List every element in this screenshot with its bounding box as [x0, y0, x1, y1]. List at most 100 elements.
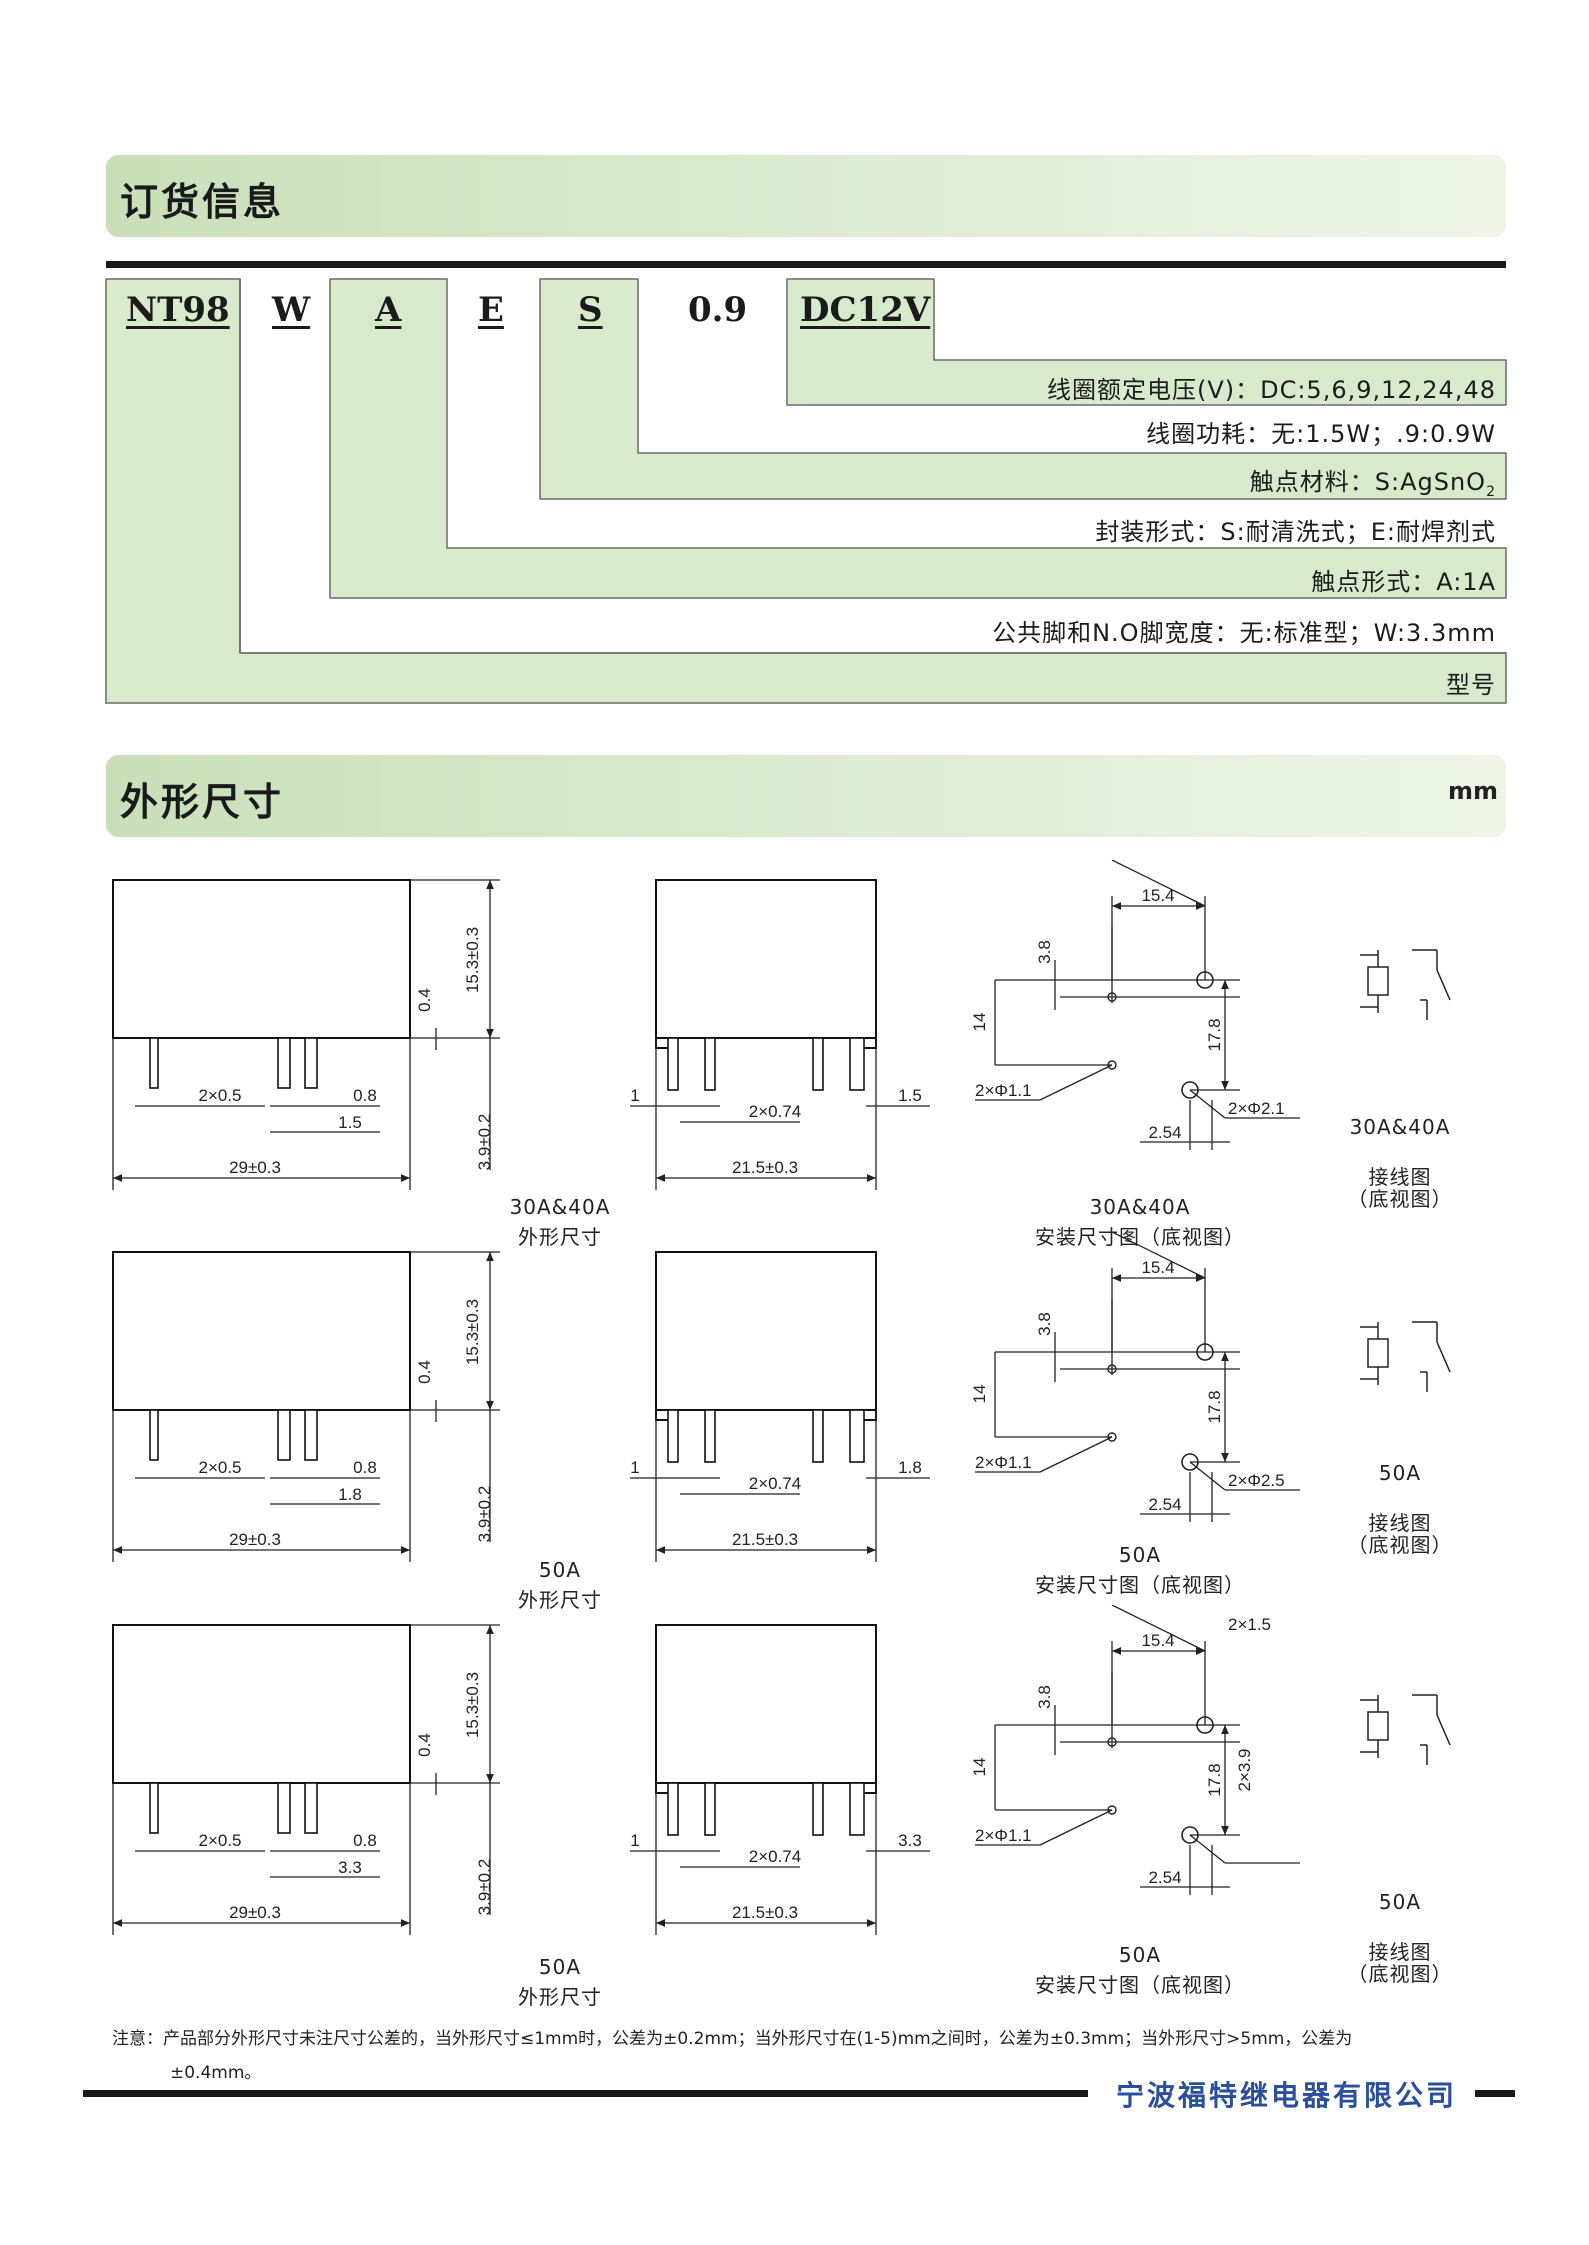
code-part-pin-width: W: [272, 290, 311, 330]
r1-front-d1: 1: [630, 1086, 639, 1105]
r3-side-height: 15.3±0.3: [463, 1672, 482, 1738]
r2-front-d1: 1: [630, 1458, 639, 1477]
dimensions-section-title: 外形尺寸: [120, 780, 285, 824]
row3-drawing-svg: 15.3±0.3 0.4 3.9±0.2 2×0.5 0.8 3.3 29±0.…: [112, 1604, 1451, 1935]
code-part-model: NT98: [126, 290, 230, 330]
r3-side-pin-w: 2×0.5: [198, 1831, 241, 1850]
row3-drawing: [112, 1604, 1451, 1935]
order-row-contact-material: 触点材料：S:AgSnO2: [1249, 468, 1496, 500]
drawing-row-1: [112, 860, 1451, 1190]
r1-side-gap: 0.4: [415, 988, 434, 1012]
r3-mount-slot-h: 2×3.9: [1235, 1748, 1254, 1791]
ordering-section-title: 订货信息: [120, 180, 285, 224]
r2-mount-v2: 14: [970, 1385, 989, 1404]
r2-front-width: 21.5±0.3: [732, 1530, 798, 1549]
r1-side-height: 15.3±0.3: [463, 927, 482, 993]
r3-side-gap: 0.4: [415, 1733, 434, 1757]
company-name: 宁波福特继电器有限公司: [1116, 2079, 1458, 2112]
row2-drawing: [112, 1231, 1451, 1562]
r3-side-pin-s: 3.3: [338, 1858, 362, 1877]
r3-side-pin-t: 0.8: [353, 1831, 377, 1850]
relay-side-body: [112, 1251, 411, 1411]
r3-side-pin: 3.9±0.2: [475, 1859, 494, 1916]
r3-mount-v2: 14: [970, 1758, 989, 1777]
dimensions-unit: mm: [1447, 777, 1498, 805]
order-row-contact-form: 触点形式：A:1A: [1311, 568, 1496, 596]
r2-side-pin-w: 2×0.5: [198, 1458, 241, 1477]
r1-mount-hole1: 2×Φ1.1: [975, 1081, 1032, 1100]
code-part-coil-voltage: DC12V: [800, 290, 931, 330]
order-row-model: 型号: [1446, 671, 1496, 699]
r2-mount-top: 15.4: [1141, 1258, 1174, 1277]
r3-mount-v1: 3.8: [1035, 1685, 1054, 1709]
r2-side-pin-s: 1.8: [338, 1485, 362, 1504]
ordering-top-rule: [106, 261, 1506, 268]
footer-rule-right: [1475, 2090, 1515, 2097]
r3-front-d3: 3.3: [898, 1831, 922, 1850]
ordering-section-header: 订货信息: [106, 155, 1506, 237]
r1-side-width: 29±0.3: [229, 1158, 281, 1177]
drawing-row-3: 15.3±0.3 0.4 3.9±0.2 2×0.5 0.8 3.3 29±0.…: [0, 1604, 1589, 1969]
order-row-package: 封装形式：S:耐清洗式；E:耐焊剂式: [1095, 518, 1496, 546]
r3-front-d2: 2×0.74: [749, 1847, 801, 1866]
r1-front-width: 21.5±0.3: [732, 1158, 798, 1177]
drawing-row-2: 15.3±0.3 0.4 3.9±0.2 2×0.5 0.8 1.8 29±0.…: [0, 1231, 1589, 1596]
r3-front-d1: 1: [630, 1831, 639, 1850]
r1-side-pin-s: 1.5: [338, 1113, 362, 1132]
r1-mount-v2: 14: [970, 1013, 989, 1032]
r2-side-width: 29±0.3: [229, 1530, 281, 1549]
r1-mount-hole2: 2×Φ2.1: [1228, 1099, 1285, 1118]
r2-mount-v3: 17.8: [1205, 1390, 1224, 1423]
dimension-drawings: [112, 860, 1451, 1190]
r1-front-d3: 1.5: [898, 1086, 922, 1105]
r3-mount-top: 15.4: [1141, 1631, 1174, 1650]
row2-drawing-svg: 15.3±0.3 0.4 3.9±0.2 2×0.5 0.8 1.8 29±0.…: [112, 1231, 1451, 1562]
r1-mount-top: 15.4: [1141, 886, 1174, 905]
dimensions-section-header: 外形尺寸 mm: [106, 755, 1506, 837]
order-row-pin-width: 公共脚和N.O脚宽度：无:标准型；W:3.3mm: [992, 619, 1496, 647]
r3-mount-pitch: 2.54: [1148, 1868, 1181, 1887]
r2-front-d2: 2×0.74: [749, 1474, 801, 1493]
order-code-diagram: [105, 278, 1507, 704]
r2-mount-v1: 3.8: [1035, 1312, 1054, 1336]
r2-side-pin: 3.9±0.2: [475, 1486, 494, 1543]
code-part-package: E: [478, 290, 504, 330]
r2-mount-hole2: 2×Φ2.5: [1228, 1471, 1285, 1490]
r3-side-width: 29±0.3: [229, 1903, 281, 1922]
footer-rule-left: [83, 2090, 1088, 2097]
code-part-coil-power: 0.9: [688, 290, 748, 330]
r1-mount-v3: 17.8: [1205, 1018, 1224, 1051]
tolerance-note: 注意：产品部分外形尺寸未注尺寸公差的，当外形尺寸≤1mm时，公差为±0.2mm；…: [112, 2029, 1353, 2083]
r1-side-pin: 3.9±0.2: [475, 1114, 494, 1171]
r1-mount-pitch: 2.54: [1148, 1123, 1181, 1142]
order-row-coil-voltage: 线圈额定电压(V)：DC:5,6,9,12,24,48: [1046, 376, 1496, 404]
r3-front-width: 21.5±0.3: [732, 1903, 798, 1922]
relay-side-body: [112, 1624, 411, 1784]
r1-mount-v1: 3.8: [1035, 940, 1054, 964]
r2-mount-hole1: 2×Φ1.1: [975, 1453, 1032, 1472]
r2-side-pin-t: 0.8: [353, 1458, 377, 1477]
r1-front-d2: 2×0.74: [749, 1102, 801, 1121]
code-part-contact-material: S: [578, 290, 603, 330]
r1-side-pin-w: 2×0.5: [198, 1086, 241, 1105]
r2-side-height: 15.3±0.3: [463, 1299, 482, 1365]
code-part-contact-form: A: [375, 290, 402, 330]
dimension-labels: 15.3±0.3 0.4 3.9±0.2 2×0.5 0.8 1.5 29±0.…: [198, 886, 1285, 1177]
order-row-coil-power: 线圈功耗：无:1.5W；.9:0.9W: [1146, 420, 1496, 448]
r2-side-gap: 0.4: [415, 1360, 434, 1384]
r3-mount-hole1: 2×Φ1.1: [975, 1826, 1032, 1845]
r1-side-pin-t: 0.8: [353, 1086, 377, 1105]
r2-mount-pitch: 2.54: [1148, 1495, 1181, 1514]
r2-front-d3: 1.8: [898, 1458, 922, 1477]
r3-mount-v3: 17.8: [1205, 1763, 1224, 1796]
r3-mount-slot-w: 2×1.5: [1228, 1615, 1271, 1634]
